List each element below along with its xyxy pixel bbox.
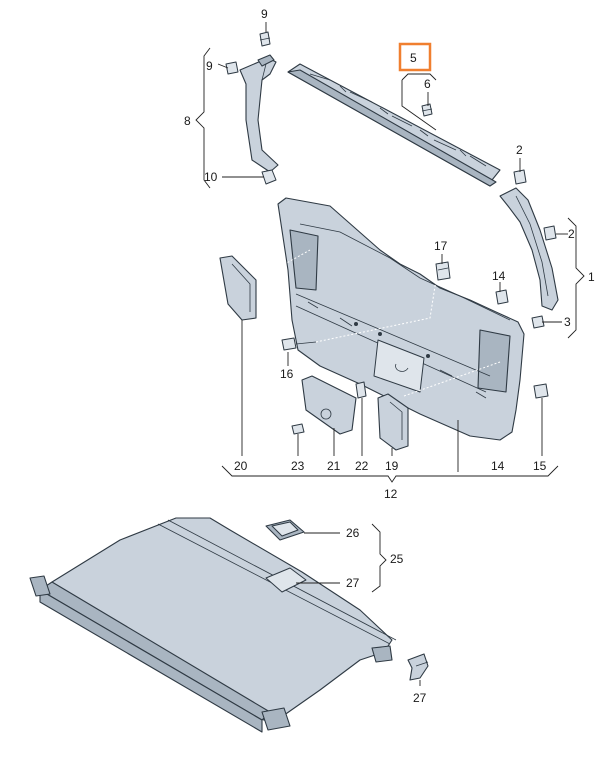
part-6-clip	[421, 103, 433, 117]
part-27-holder	[407, 653, 429, 681]
callout-labels: 9 9 8 10 5 6 2 2 1 3 17 14 16 20 23 21 2…	[184, 7, 595, 705]
part-26-cap	[265, 519, 305, 541]
label-5: 5	[410, 51, 417, 65]
label-21: 21	[327, 459, 341, 473]
label-20: 20	[234, 459, 248, 473]
highlight-box	[398, 42, 432, 72]
label-12: 12	[384, 487, 398, 501]
part-2-clip-top	[513, 169, 527, 185]
part-22-clip	[355, 381, 367, 399]
label-9-top: 9	[261, 7, 268, 21]
label-15: 15	[533, 459, 547, 473]
part-1-right-pillar-trim	[499, 187, 559, 311]
label-10: 10	[204, 170, 218, 184]
part-12-tailgate-trim-panel	[277, 197, 525, 441]
label-8: 8	[184, 114, 191, 128]
part-9-clip-top	[259, 31, 271, 47]
part-14-clip-upper	[495, 289, 509, 305]
label-16: 16	[280, 367, 294, 381]
part-17-clip	[435, 261, 451, 281]
label-14-upper: 14	[492, 269, 506, 283]
part-23-screw	[291, 423, 305, 435]
label-9-left: 9	[206, 59, 213, 73]
leader-lines	[217, 22, 568, 686]
part-19-right-cover	[377, 393, 409, 451]
part-9-clip-left	[225, 61, 239, 75]
part-25-luggage-cover	[29, 517, 397, 733]
label-17: 17	[434, 239, 448, 253]
label-19: 19	[385, 459, 399, 473]
label-25: 25	[390, 552, 404, 566]
part-21-handle-cover	[301, 375, 357, 435]
label-23: 23	[291, 459, 305, 473]
label-26: 26	[346, 526, 360, 540]
part-2-clip-side	[543, 225, 557, 241]
label-14-lower: 14	[491, 459, 505, 473]
part-20-left-cover	[219, 255, 257, 321]
label-22: 22	[355, 459, 369, 473]
part-16-screw	[281, 337, 317, 351]
part-8-left-pillar-trim	[239, 54, 279, 173]
part-15-clip	[533, 383, 549, 399]
label-1: 1	[588, 270, 595, 284]
part-3-clip	[531, 315, 545, 329]
brackets	[195, 47, 585, 593]
part-10-clip	[261, 169, 277, 185]
label-27-lower: 27	[413, 691, 427, 705]
label-27-upper: 27	[346, 576, 360, 590]
label-6: 6	[424, 77, 431, 91]
label-3: 3	[564, 315, 571, 329]
label-2-top: 2	[516, 143, 523, 157]
part-5-upper-trim-bar	[287, 63, 501, 187]
label-2-side: 2	[568, 227, 575, 241]
